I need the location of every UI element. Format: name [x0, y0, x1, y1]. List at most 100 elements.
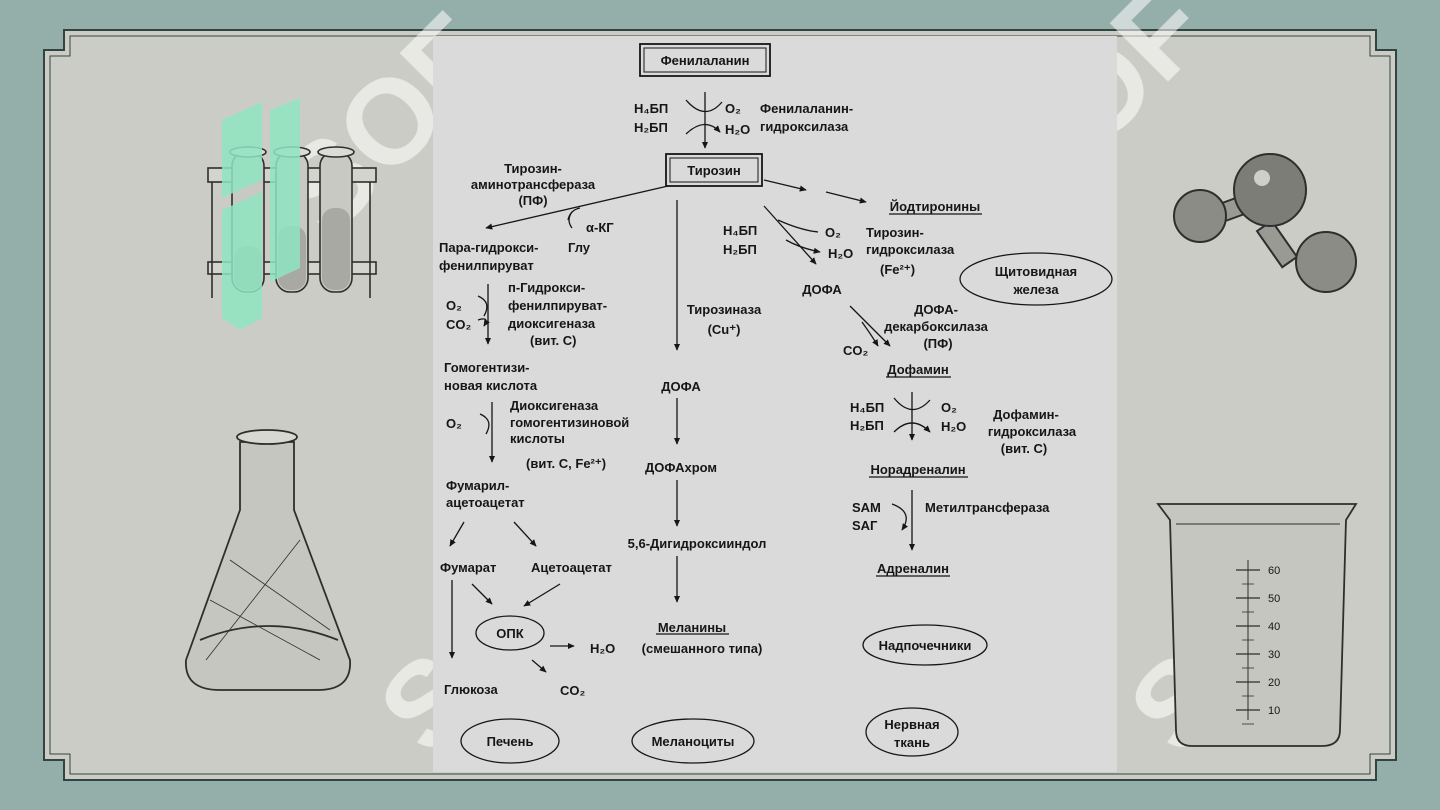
dihydroxyindole-label: 5,6-Дигидроксииндол — [628, 536, 767, 551]
beaker-tick-label: 10 — [1268, 705, 1280, 717]
iodothyronines-label: Йодтиронины — [890, 199, 980, 214]
dopa-label-mid: ДОФА — [661, 379, 701, 394]
tyr-hydroxylase-line1: Тирозин- — [866, 225, 924, 240]
mixed-type-label: (смешанного типа) — [642, 641, 763, 656]
scheme-panel — [433, 36, 1117, 772]
dopa-decarboxylase-line3: (ПФ) — [923, 336, 952, 351]
liver-ellipse — [460, 718, 560, 764]
beaker-tick-label: 20 — [1268, 677, 1280, 689]
dopamine-hydroxylase-line2: гидроксилаза — [988, 424, 1077, 439]
h2o-label-3: H₂O — [828, 246, 853, 261]
dopa-label-right: ДОФА — [802, 282, 842, 297]
acetoacetate-label: Ацетоацетат — [531, 560, 612, 575]
co2-label-2: CO₂ — [560, 683, 586, 698]
measuring-beaker-icon — [1156, 503, 1358, 747]
adrenal-ellipse — [862, 624, 988, 666]
methyltransferase-label: Метилтрансфераза — [925, 500, 1050, 515]
opk-label: ОПК — [496, 626, 523, 641]
h4bp-label-2: H₄БП — [723, 223, 757, 238]
tyrosine-box — [665, 153, 763, 187]
fumarate-label: Фумарат — [440, 560, 496, 575]
phenylalanine-box — [639, 43, 771, 77]
tyrosine-metabolism-diagram — [448, 43, 1113, 764]
nervous-tissue-ellipse — [865, 707, 959, 757]
dopamine-hydroxylase-line3: (вит. С) — [1001, 441, 1047, 456]
opk-ellipse — [475, 615, 545, 651]
erlenmeyer-flask-icon — [185, 429, 351, 691]
homogentisic-acid-line2: новая кислота — [444, 378, 538, 393]
o2-label-4: O₂ — [825, 225, 841, 240]
tyr-aminotransferase-line3: (ПФ) — [518, 193, 547, 208]
sag-label: SAГ — [852, 518, 878, 533]
co2-label-1: CO₂ — [446, 317, 472, 332]
thyroid-line1: Щитовидная — [995, 264, 1077, 279]
o2-label-5: O₂ — [941, 400, 957, 415]
dopamine-hydroxylase-line1: Дофамин- — [993, 407, 1059, 422]
h2o-label-2: H₂O — [590, 641, 615, 656]
thyroid-line2: железа — [1012, 282, 1059, 297]
beaker-tick-label: 60 — [1268, 565, 1280, 577]
hga-dioxygenase-line1: Диоксигеназа — [510, 398, 599, 413]
watermark-logo-icon-left — [222, 98, 300, 330]
beaker-scale: 60 50 40 30 20 10 — [1236, 565, 1280, 725]
homogentisic-acid-line1: Гомогентизи- — [444, 360, 530, 375]
nervous-tissue-line2: ткань — [894, 735, 930, 750]
adrenal-glands-label: Надпочечники — [879, 638, 972, 653]
tyrosinase-line2: (Cu⁺) — [708, 322, 741, 337]
h2bp-label-3: H₂БП — [850, 418, 884, 433]
p-hpp-dioxygenase-line3: диоксигеназа — [508, 316, 596, 331]
thyroid-ellipse — [959, 252, 1113, 306]
fumarylacetoacetate-line1: Фумарил- — [446, 478, 509, 493]
phe-hydroxylase-line2: гидроксилаза — [760, 119, 849, 134]
fumarylacetoacetate-line2: ацетоацетат — [446, 495, 525, 510]
melanocytes-ellipse — [631, 718, 755, 764]
dopamine-label: Дофамин — [887, 362, 948, 377]
o2-label-2: O₂ — [446, 298, 462, 313]
tyr-hydroxylase-line3: (Fe²⁺) — [880, 262, 915, 277]
o2-label-3: O₂ — [446, 416, 462, 431]
dopachrome-label: ДОФАхром — [645, 460, 717, 475]
diagram-labels: Фенилаланин H₄БП H₂БП O₂ H₂O Фенилаланин… — [439, 53, 1077, 750]
phenylalanine-label: Фенилаланин — [661, 53, 750, 68]
dopa-decarboxylase-line1: ДОФА- — [914, 302, 958, 317]
glucose-label: Глюкоза — [444, 682, 498, 697]
tyrosine-label: Тирозин — [687, 163, 740, 178]
glu-label: Глу — [568, 240, 591, 255]
p-hppyruvate-line1: Пара-гидрокси- — [439, 240, 539, 255]
molecule-model-icon — [1173, 153, 1357, 293]
tyr-aminotransferase-line1: Тирозин- — [504, 161, 562, 176]
dopa-decarboxylase-line2: декарбоксилаза — [884, 319, 989, 334]
p-hppyruvate-line2: фенилпируват — [439, 258, 534, 273]
vit-c-fe-label: (вит. С, Fe²⁺) — [526, 456, 606, 471]
adrenaline-label: Адреналин — [877, 561, 949, 576]
tyr-hydroxylase-line2: гидроксилаза — [866, 242, 955, 257]
liver-label: Печень — [487, 734, 534, 749]
beaker-tick-label: 50 — [1268, 593, 1280, 605]
slide-frame-inner — [49, 35, 1391, 775]
nervous-tissue-line1: Нервная — [884, 717, 939, 732]
tyrosinase-line1: Тирозиназа — [687, 302, 762, 317]
hga-dioxygenase-line3: кислоты — [510, 431, 565, 446]
akg-label: α-КГ — [586, 220, 614, 235]
sam-label: SAM — [852, 500, 881, 515]
phe-hydroxylase-line1: Фенилаланин- — [760, 101, 853, 116]
h2bp-label-2: H₂БП — [723, 242, 757, 257]
h2o-label-4: H₂O — [941, 419, 966, 434]
hga-dioxygenase-line2: гомогентизиновой — [510, 415, 629, 430]
beaker-tick-label: 40 — [1268, 621, 1280, 633]
p-hpp-dioxygenase-line2: фенилпируват- — [508, 298, 607, 313]
h4bp-label-3: H₄БП — [850, 400, 884, 415]
p-hpp-dioxygenase-line1: п-Гидрокси- — [508, 280, 585, 295]
melanocytes-label: Меланоциты — [652, 734, 735, 749]
co2-label-3: CO₂ — [843, 343, 869, 358]
underline-group — [656, 213, 982, 635]
melanins-label: Меланины — [658, 620, 726, 635]
h4bp-label-1: H₄БП — [634, 101, 668, 116]
h2o-label-1: H₂O — [725, 122, 750, 137]
beaker-tick-label: 30 — [1268, 649, 1280, 661]
o2-label-1: O₂ — [725, 101, 741, 116]
h2bp-label-1: H₂БП — [634, 120, 668, 135]
tyr-aminotransferase-line2: аминотрансфераза — [471, 177, 596, 192]
noradrenaline-label: Норадреналин — [870, 462, 965, 477]
